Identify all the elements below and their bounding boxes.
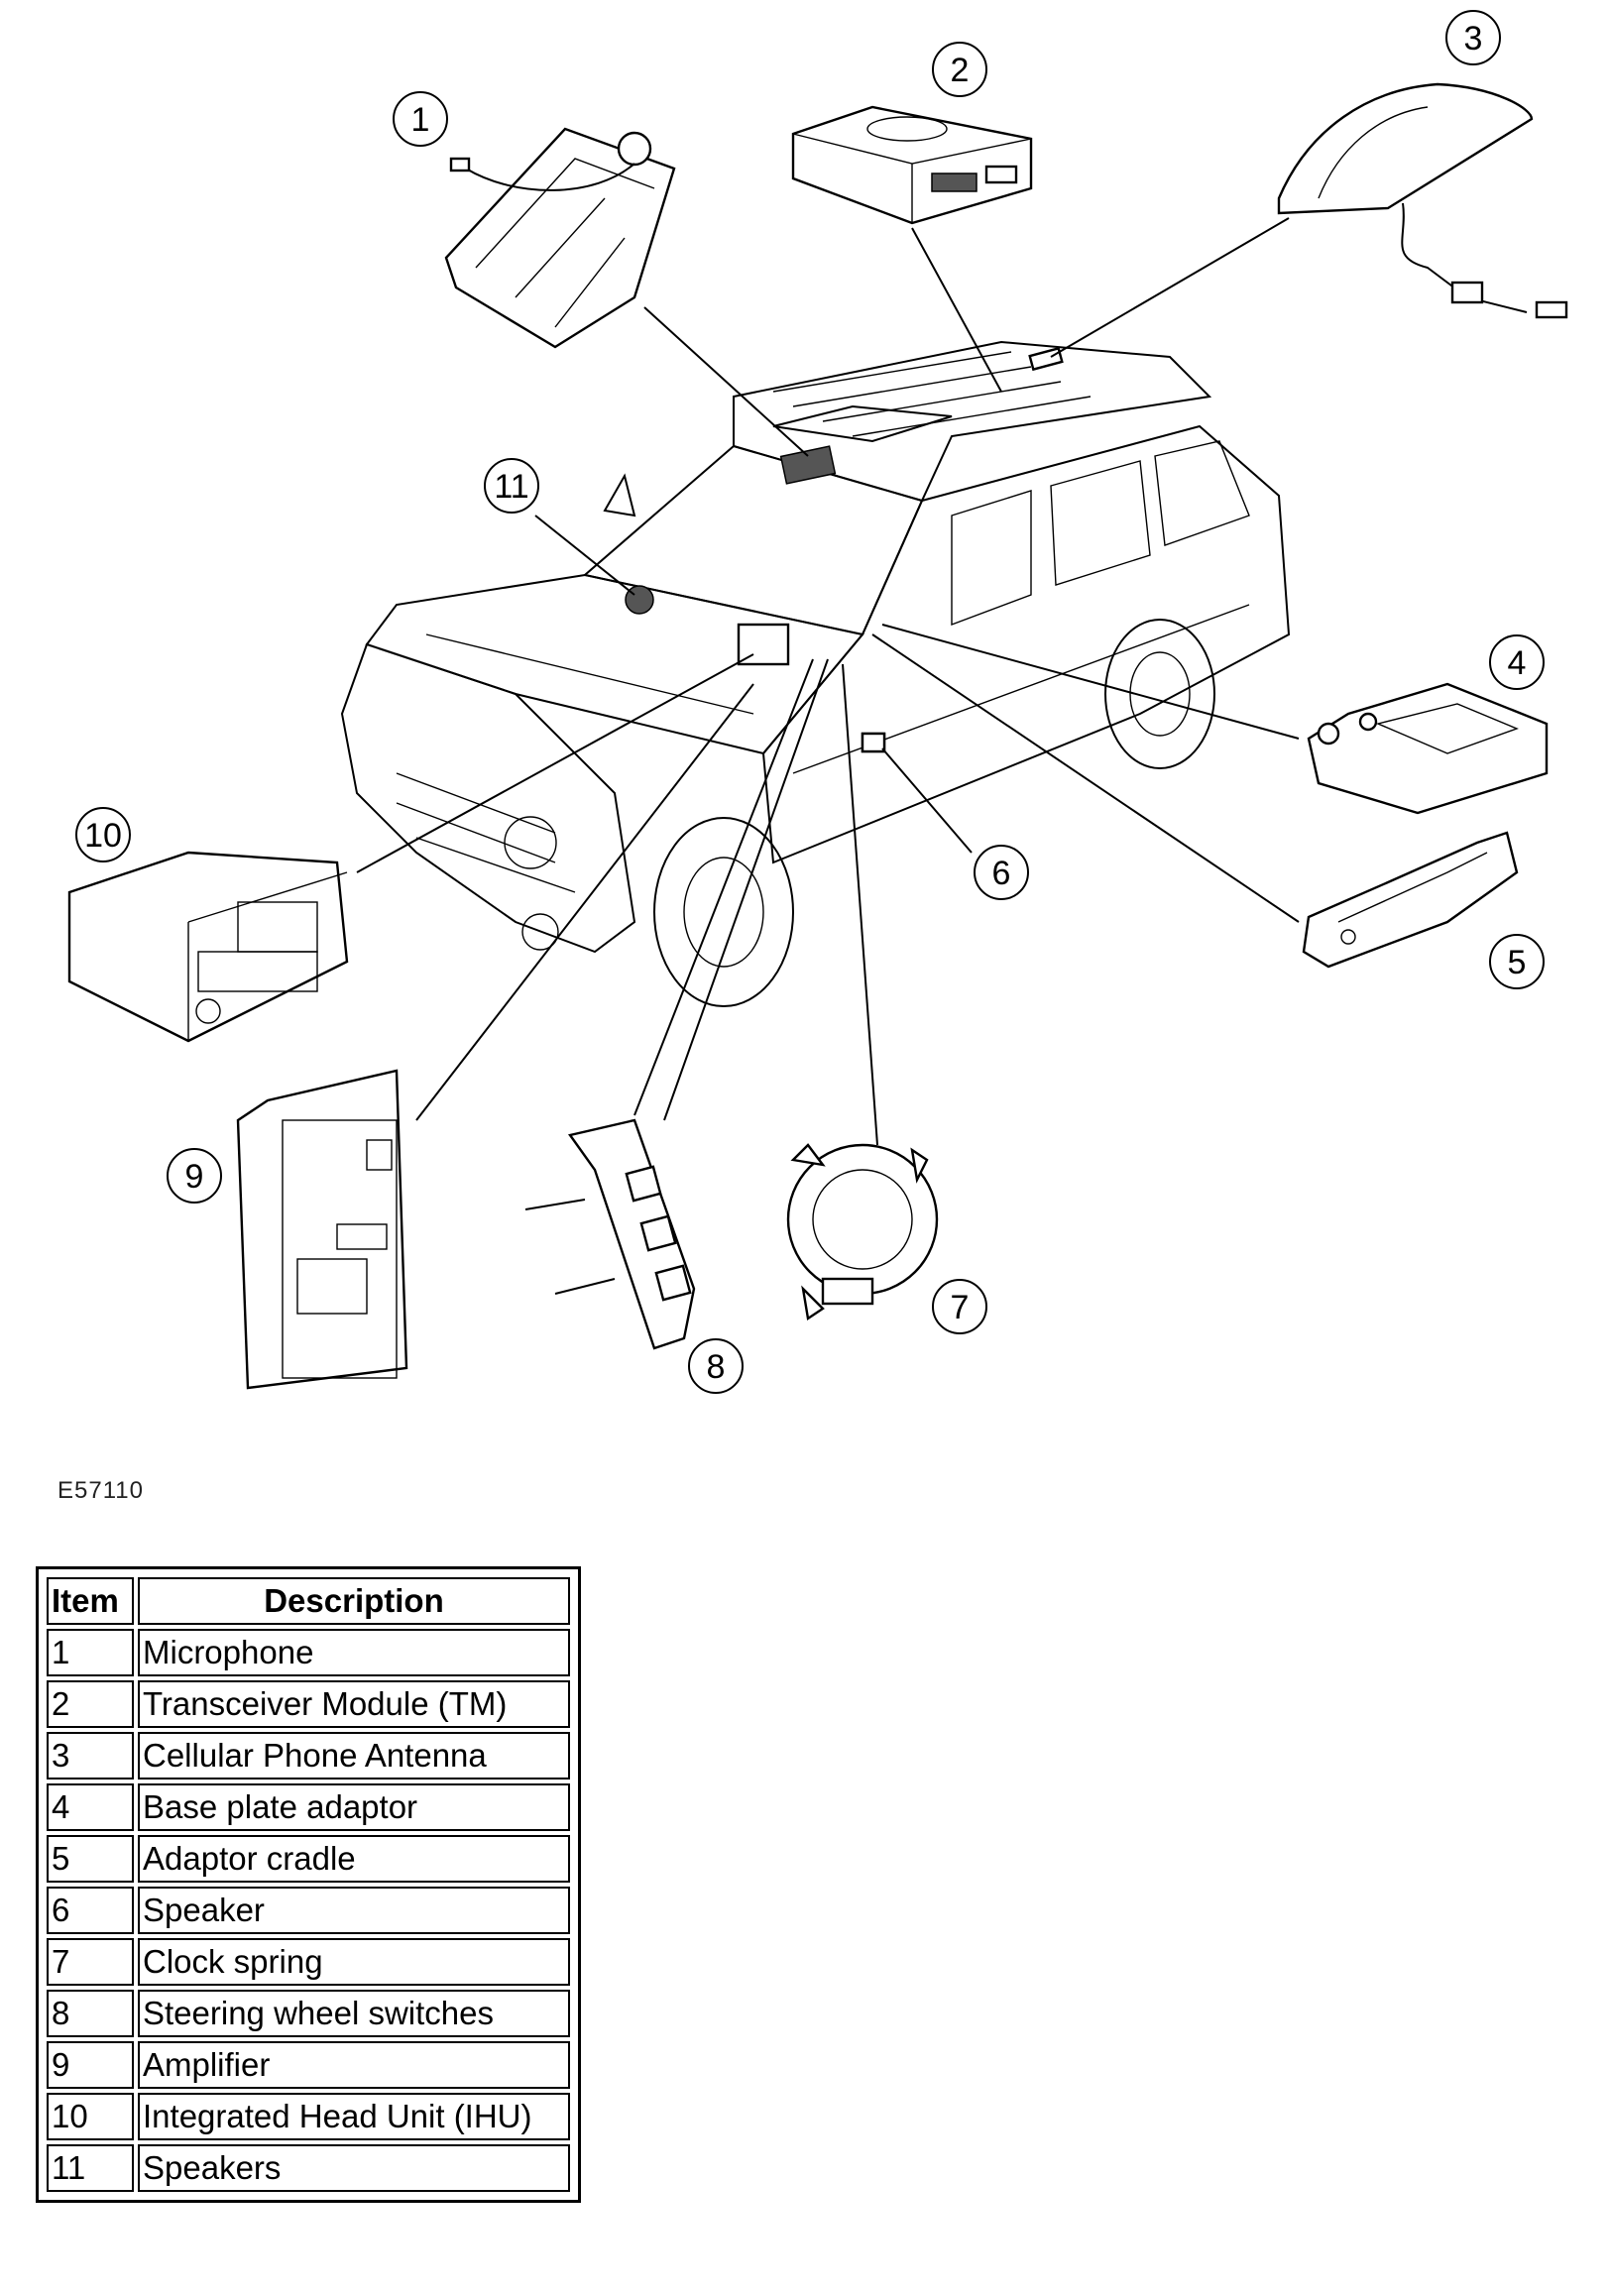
legend-item-number: 4 bbox=[47, 1783, 134, 1831]
callout-label-6: 6 bbox=[992, 855, 1011, 892]
legend-item-number: 6 bbox=[47, 1887, 134, 1934]
callout-label-5: 5 bbox=[1508, 944, 1527, 981]
callout-9: 9 bbox=[167, 1148, 222, 1204]
item-column-header: Item bbox=[47, 1577, 134, 1625]
callout-11: 11 bbox=[484, 458, 539, 514]
leader-lines bbox=[356, 217, 1300, 1146]
legend-item-description: Base plate adaptor bbox=[138, 1783, 570, 1831]
legend-item-description: Cellular Phone Antenna bbox=[138, 1732, 570, 1779]
callout-8: 8 bbox=[688, 1338, 744, 1394]
callout-1: 1 bbox=[393, 91, 448, 147]
adaptor-cradle-illustration bbox=[1302, 831, 1519, 969]
door-speaker-illustration bbox=[861, 732, 886, 753]
legend-item-number: 2 bbox=[47, 1680, 134, 1728]
callout-label-1: 1 bbox=[411, 101, 430, 139]
callout-7: 7 bbox=[932, 1279, 987, 1334]
figure-id: E57110 bbox=[58, 1477, 144, 1504]
legend-item-number: 7 bbox=[47, 1938, 134, 1986]
amplifier-illustration bbox=[236, 1069, 408, 1390]
callout-2: 2 bbox=[932, 42, 987, 97]
callout-5: 5 bbox=[1489, 934, 1545, 989]
legend-item-number: 5 bbox=[47, 1835, 134, 1883]
legend-item-description: Adaptor cradle bbox=[138, 1835, 570, 1883]
legend-item-number: 8 bbox=[47, 1990, 134, 2037]
callout-label-7: 7 bbox=[951, 1289, 970, 1326]
callout-label-11: 11 bbox=[494, 468, 528, 506]
callout-label-8: 8 bbox=[707, 1348, 726, 1386]
cellular-antenna-illustration bbox=[1277, 82, 1568, 319]
component-location-diagram: 1 2 3 4 5 6 7 8 9 10 11 bbox=[67, 10, 1568, 1394]
legend-header-row: Item Description bbox=[47, 1577, 570, 1625]
callout-label-9: 9 bbox=[185, 1158, 204, 1196]
legend-item-number: 1 bbox=[47, 1629, 134, 1676]
callout-label-10: 10 bbox=[84, 817, 122, 855]
legend-item-description: Clock spring bbox=[138, 1938, 570, 1986]
integrated-head-unit-illustration bbox=[67, 851, 349, 1043]
base-plate-adaptor-illustration bbox=[1307, 682, 1549, 815]
callout-4: 4 bbox=[1489, 634, 1545, 690]
microphone-illustration bbox=[444, 127, 676, 349]
legend-item-description: Integrated Head Unit (IHU) bbox=[138, 2093, 570, 2140]
legend-item-description: Transceiver Module (TM) bbox=[138, 1680, 570, 1728]
callout-10: 10 bbox=[75, 807, 131, 862]
legend-item-description: Amplifier bbox=[138, 2041, 570, 2089]
legend-item-number: 11 bbox=[47, 2144, 134, 2192]
clock-spring-illustration bbox=[786, 1143, 939, 1321]
callout-label-2: 2 bbox=[951, 52, 970, 89]
legend-item-description: Speaker bbox=[138, 1887, 570, 1934]
steering-wheel-switches-illustration bbox=[524, 1118, 696, 1350]
legend-item-number: 3 bbox=[47, 1732, 134, 1779]
legend-item-number: 10 bbox=[47, 2093, 134, 2140]
callout-3: 3 bbox=[1445, 10, 1501, 65]
legend-item-description: Microphone bbox=[138, 1629, 570, 1676]
callout-6: 6 bbox=[974, 845, 1029, 900]
legend-item-description: Speakers bbox=[138, 2144, 570, 2192]
callout-label-4: 4 bbox=[1508, 644, 1527, 682]
legend-item-description: Steering wheel switches bbox=[138, 1990, 570, 2037]
vehicle-illustration bbox=[340, 340, 1291, 1007]
transceiver-module-illustration bbox=[791, 105, 1033, 225]
legend-item-number: 9 bbox=[47, 2041, 134, 2089]
description-column-header: Description bbox=[138, 1577, 570, 1625]
callout-label-3: 3 bbox=[1464, 20, 1483, 57]
